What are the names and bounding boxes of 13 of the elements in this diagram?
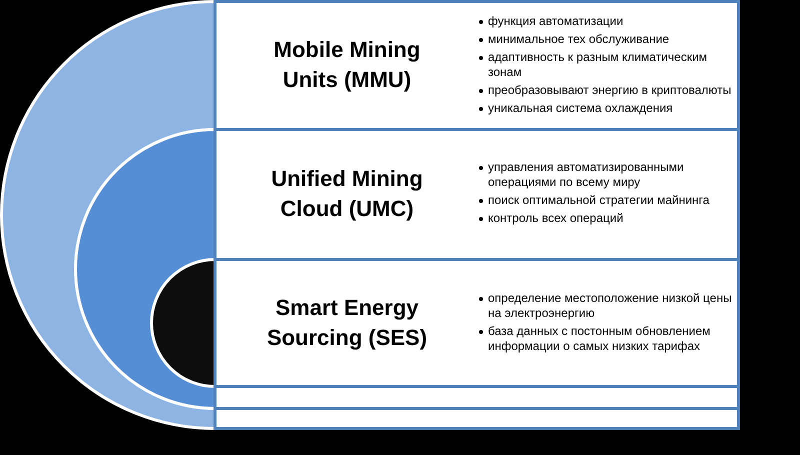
bullet-text: поиск оптимальной стратегии майнинга: [488, 193, 710, 208]
bullet-text: база данных с постонным обновлением информации о самых низких тарифах: [488, 324, 712, 354]
nested-target-band: [74, 128, 740, 410]
bullet-text: преобразовывают энергию в криптовалюты: [488, 82, 732, 98]
bullet-text: минимальное тех обслуживание: [488, 32, 670, 46]
bullet-text: функция автоматизации: [488, 14, 624, 28]
nested-target-band: [150, 258, 740, 388]
band-title: Mobile Mining Units (MMU): [272, 36, 422, 94]
nested-target-band: [0, 0, 740, 430]
bullet-text: контроль всех операций: [488, 211, 624, 226]
band-title: Unified Mining Cloud (UMC): [270, 164, 424, 223]
band-title: Smart Energy Sourcing (SES): [266, 294, 428, 352]
bullet-text: уникальная система охлаждения: [488, 100, 673, 116]
